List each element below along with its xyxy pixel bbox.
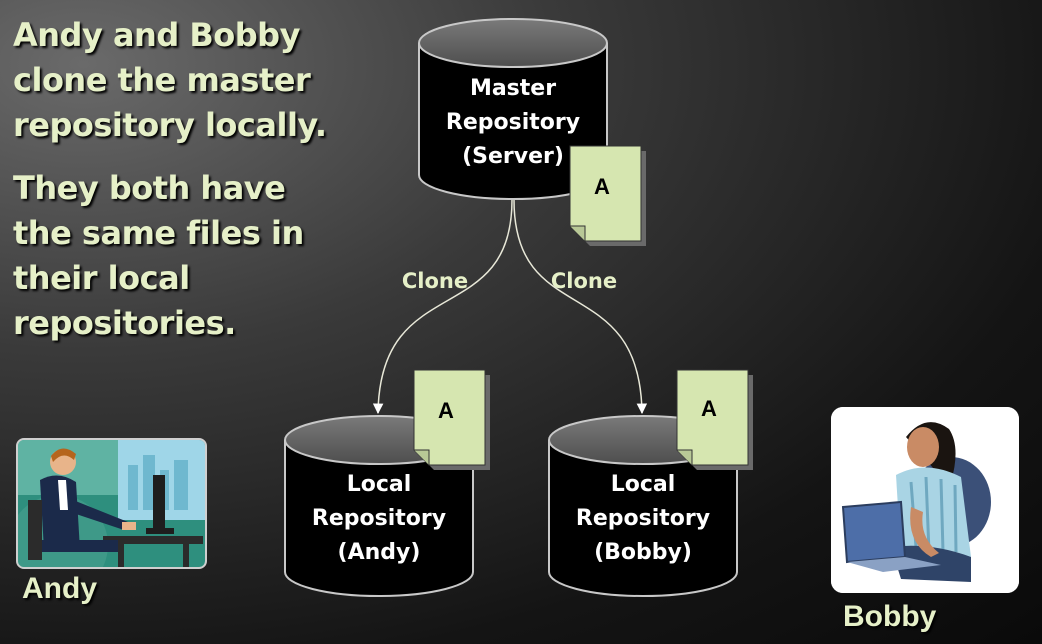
andy-file-label: A [438,398,454,423]
bobby-repo-label-3: (Bobby) [594,540,692,565]
bobby-repo-label-1: Local [611,472,676,497]
andy-repo-label-3: (Andy) [338,540,421,565]
master-file-document-icon: A [569,145,646,246]
clone-arrow-right [513,199,648,415]
andy-repo-label-1: Local [347,472,412,497]
master-label-2: Repository [446,110,580,135]
bobby-file-label: A [701,396,717,421]
andy-name: Andy [22,572,97,605]
bobby-illustration [831,407,1019,593]
master-file-label: A [594,174,610,199]
bobby-name: Bobby [843,600,937,633]
andy-repo-label-2: Repository [312,506,446,531]
master-label-1: Master [470,76,556,101]
clone-arrow-left [372,199,513,415]
bobby-repo-label-2: Repository [576,506,710,531]
description-line-1: Andy and Bobby clone the master reposito… [13,16,327,144]
clone-label-left: Clone [402,269,468,293]
andy-file-document-icon: A [413,369,490,470]
andy-illustration [16,438,207,569]
description-line-2: They both have the same files in their l… [13,169,304,342]
master-repository-cylinder: Master Repository (Server) [418,18,608,200]
bobby-file-document-icon: A [676,369,753,470]
master-label-3: (Server) [462,144,564,169]
clone-label-right: Clone [551,269,617,293]
